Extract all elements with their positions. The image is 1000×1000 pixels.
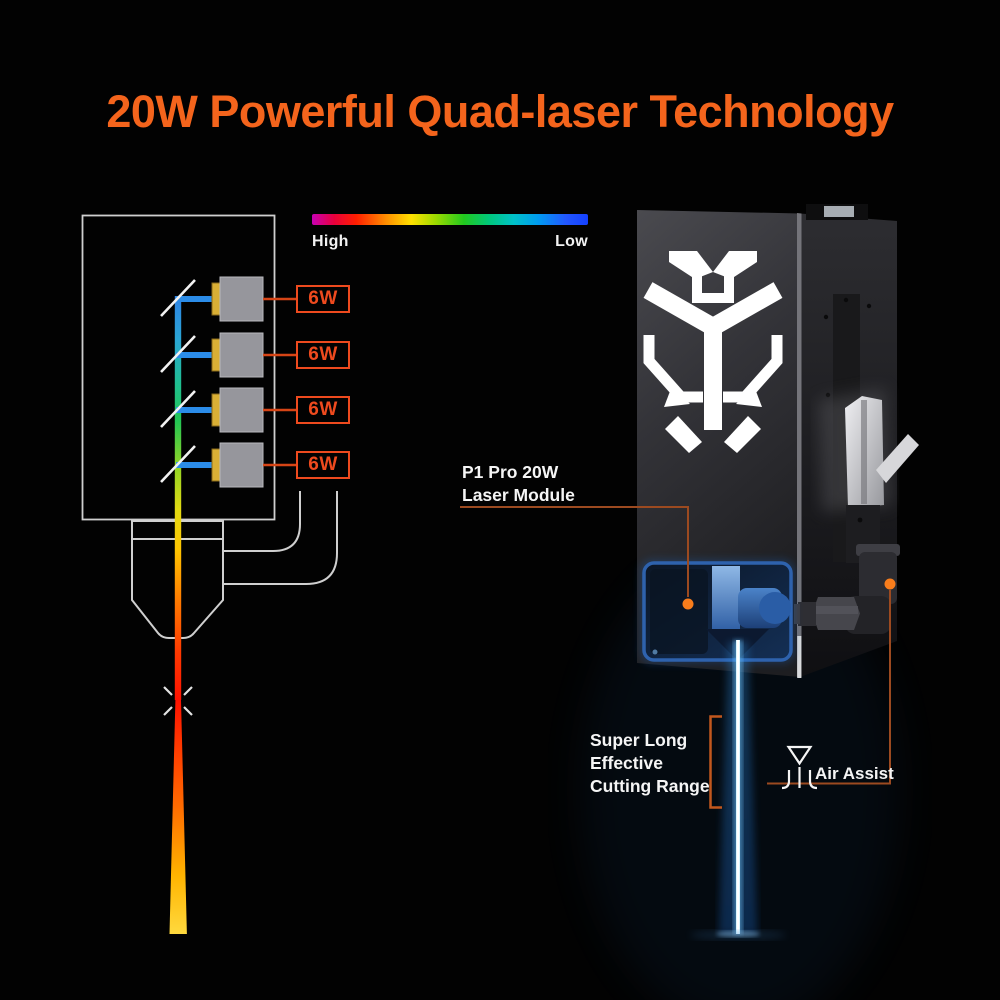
- laser-window: [640, 559, 795, 664]
- power-badge-2: 6W: [296, 341, 350, 369]
- blue-beam: [176, 296, 214, 302]
- cutting-range-bracket: [709, 715, 722, 809]
- air-assist-fitting: [794, 544, 900, 634]
- spectrum-legend: High Low: [312, 233, 588, 251]
- diode-emitter: [211, 448, 221, 482]
- module-edge-highlight: [797, 213, 802, 677]
- quad-laser-schematic: [81, 214, 338, 934]
- diode-body: [219, 387, 264, 433]
- module-side-hardware: [794, 294, 919, 634]
- blue-beam: [176, 407, 214, 413]
- air-tube-inner: [223, 491, 301, 552]
- page-title: 20W Powerful Quad-laser Technology: [106, 86, 894, 137]
- divergent-beam-cone: [169, 700, 187, 934]
- mirror: [160, 335, 196, 373]
- power-badge-3: 6W: [296, 396, 350, 424]
- laser-module-render: [637, 204, 919, 940]
- power-spectrum-bar: [312, 214, 588, 225]
- module-name-line1: P1 Pro 20W: [462, 462, 559, 482]
- module-callout-line: [460, 506, 689, 597]
- air-tube-outer: [223, 491, 338, 585]
- diode-body: [219, 332, 264, 378]
- mirror: [160, 390, 196, 428]
- hexagonal-y-brand-logo-icon: [643, 251, 783, 453]
- air-assist-callout-line: [767, 590, 891, 785]
- module-name-line2: Laser Module: [462, 485, 575, 505]
- clamp-blade-groove: [861, 400, 867, 504]
- mirror: [160, 445, 196, 483]
- diode-body: [219, 276, 264, 322]
- blue-beam: [176, 352, 214, 358]
- callouts: [460, 506, 896, 809]
- blue-beam: [176, 462, 214, 468]
- module-callout-dot: [682, 598, 694, 610]
- diode-row-1: [160, 276, 297, 322]
- cutting-range-line1: Super Long: [590, 730, 688, 750]
- clamp-lever-arm: [876, 434, 919, 483]
- cutting-range-label: Super Long Effective Cutting Range: [590, 729, 710, 798]
- mirror: [160, 279, 196, 317]
- power-badge-4: 6W: [296, 451, 350, 479]
- laser-diode-rows: [160, 276, 297, 488]
- air-assist-callout-dot: [884, 578, 896, 590]
- combined-gradient-beam: [174, 296, 182, 700]
- cutting-range-line2: Effective: [590, 753, 663, 773]
- diode-body: [219, 442, 264, 488]
- diode-emitter: [211, 282, 221, 316]
- diode-emitter: [211, 393, 221, 427]
- diode-row-4: [160, 442, 297, 488]
- top-latch-metal: [824, 206, 854, 217]
- cylinder-cap: [759, 592, 791, 624]
- module-name-label: P1 Pro 20W Laser Module: [462, 461, 575, 507]
- lens-barrel: [712, 566, 740, 632]
- focus-nozzle-outline: [131, 520, 224, 639]
- focus-cross-marker: [163, 686, 193, 716]
- air-assist-label: Air Assist: [815, 764, 894, 783]
- window-inner-shadow: [650, 569, 708, 654]
- diode-row-3: [160, 387, 297, 433]
- air-assist-icon: [781, 745, 818, 790]
- spectrum-high-label: High: [312, 233, 349, 250]
- module-edge-bright: [797, 636, 802, 678]
- diode-emitter: [211, 338, 221, 372]
- spectrum-low-label: Low: [555, 233, 588, 250]
- power-badge-1: 6W: [296, 285, 350, 313]
- blue-laser-beam: [690, 640, 786, 940]
- cutting-range-line3: Cutting Range: [590, 776, 710, 796]
- diode-row-2: [160, 332, 297, 378]
